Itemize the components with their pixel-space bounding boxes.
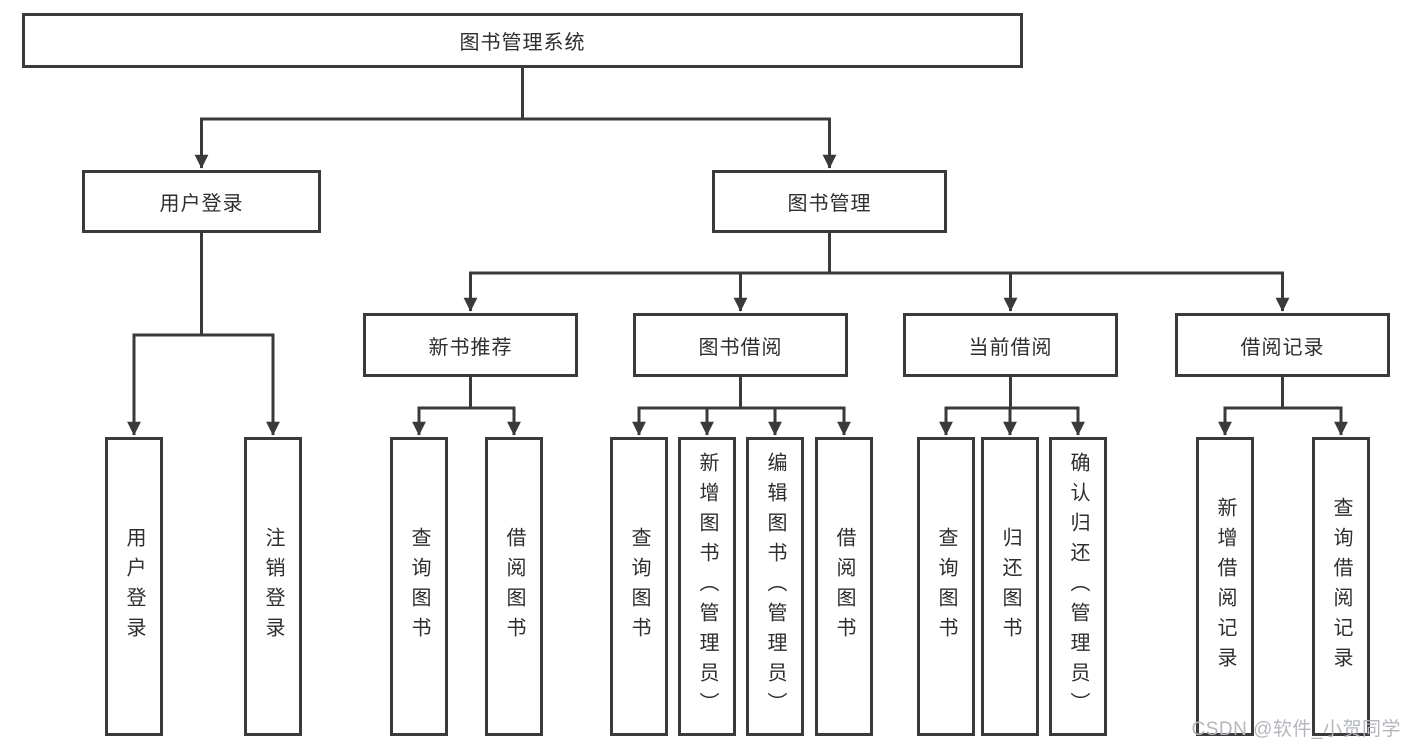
node-return-books: 归还图书 [981, 437, 1039, 736]
node-label: 借阅图书 [833, 526, 855, 647]
node-label: 注销登录 [262, 526, 284, 647]
node-label: 查询借阅记录 [1330, 496, 1352, 677]
node-confirm-return-admin: 确认归还（管理员） [1049, 437, 1107, 736]
node-label: 当前借阅 [968, 336, 1053, 359]
node-book-borrowing: 图书借阅 [633, 313, 848, 377]
csdn-watermark: CSDN @软件_小贺同学 [1191, 719, 1401, 740]
node-label: 编辑图书（管理员） [764, 451, 786, 722]
node-label: 查询图书 [628, 526, 650, 647]
node-label: 用户登录 [123, 526, 145, 647]
node-label: 借阅图书 [503, 526, 525, 647]
node-query-books-current: 查询图书 [917, 437, 975, 736]
node-label: 用户登录 [159, 193, 244, 215]
node-query-books-recommend: 查询图书 [390, 437, 448, 736]
node-label: 借阅记录 [1240, 336, 1325, 359]
node-user-login-leaf: 用户登录 [105, 437, 163, 736]
node-query-borrow-record: 查询借阅记录 [1312, 437, 1370, 736]
node-label: 确认归还（管理员） [1067, 451, 1089, 722]
node-label: 查询图书 [935, 526, 957, 647]
node-library-management-system: 图书管理系统 [22, 13, 1023, 68]
node-query-books-borrowing: 查询图书 [610, 437, 668, 736]
node-label: 图书管理系统 [459, 32, 586, 54]
node-edit-books-admin: 编辑图书（管理员） [746, 437, 804, 736]
node-add-borrow-record: 新增借阅记录 [1196, 437, 1254, 736]
node-add-books-admin: 新增图书（管理员） [678, 437, 736, 736]
node-label: 查询图书 [408, 526, 430, 647]
node-label: 图书管理 [787, 193, 872, 215]
node-label: 新增借阅记录 [1214, 496, 1236, 677]
node-label: 新书推荐 [428, 336, 513, 359]
node-user-login: 用户登录 [82, 170, 321, 233]
node-label: 归还图书 [999, 526, 1021, 647]
node-label: 图书借阅 [698, 336, 783, 359]
node-label: 新增图书（管理员） [696, 451, 718, 722]
node-book-management: 图书管理 [712, 170, 947, 233]
node-current-borrowing: 当前借阅 [903, 313, 1118, 377]
node-borrow-books-recommend: 借阅图书 [485, 437, 543, 736]
arrow-connectors [127, 119, 1348, 436]
node-logout-leaf: 注销登录 [244, 437, 302, 736]
node-borrowing-records: 借阅记录 [1175, 313, 1390, 377]
node-new-book-recommendation: 新书推荐 [363, 313, 578, 377]
node-borrow-books-borrowing: 借阅图书 [815, 437, 873, 736]
